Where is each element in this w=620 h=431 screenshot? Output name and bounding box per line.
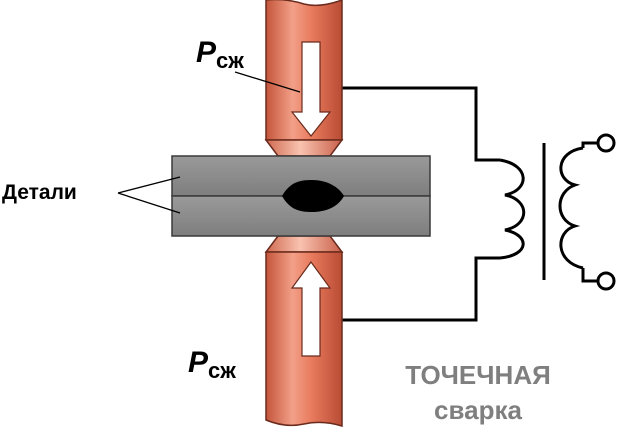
- primary-winding: [558, 146, 584, 270]
- force-top-symbol: P: [196, 36, 217, 69]
- lower-electrode-tip: [264, 235, 344, 253]
- upper-electrode: [264, 0, 344, 157]
- force-bottom-symbol: P: [188, 346, 209, 379]
- pointer-lines: [117, 71, 301, 214]
- bottom-wire: [342, 256, 500, 322]
- transformer-coil-icon: [499, 133, 616, 291]
- terminal-bottom: [596, 271, 616, 291]
- parts-pointer-bottom: [117, 192, 181, 214]
- parts-label: Детали: [2, 181, 77, 204]
- force-top-subscript: сж: [216, 48, 244, 73]
- arrow-down-icon: [290, 41, 332, 137]
- terminal-top: [596, 133, 616, 153]
- secondary-winding: [499, 158, 526, 260]
- lower-electrode: [264, 235, 344, 428]
- top-wire: [342, 86, 500, 162]
- arrow-up-icon: [290, 260, 332, 357]
- welding-circuit: [342, 86, 500, 322]
- title-line2: сварка: [434, 395, 522, 425]
- force-top-pointer: [234, 71, 301, 93]
- weld-nugget: [282, 180, 344, 212]
- force-bottom-subscript: сж: [208, 358, 236, 383]
- force-bottom-label: Pсж: [188, 346, 236, 383]
- title-line1: ТОЧЕЧНАЯ: [405, 360, 551, 390]
- terminal-lead-bottom: [581, 268, 598, 283]
- upper-electrode-tip: [264, 139, 344, 157]
- terminal-lead-top: [581, 141, 598, 148]
- workpiece-plates: [171, 155, 431, 237]
- force-top-label: Pсж: [196, 36, 244, 73]
- parts-pointer-top: [117, 176, 181, 194]
